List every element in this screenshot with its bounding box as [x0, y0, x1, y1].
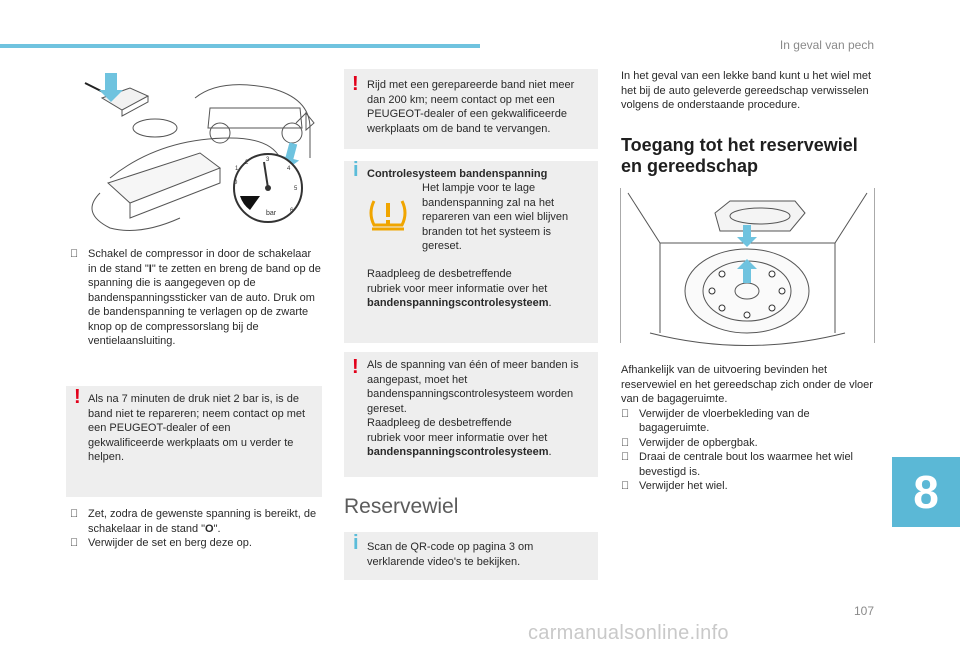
spare-wheel-illustration [620, 188, 875, 346]
watermark: carmanualsonline.info [528, 622, 729, 644]
list-item: Verwijder de vloerbekleding van de baga… [621, 407, 810, 435]
info-box-title: Controlesysteem bandenspanning [367, 168, 548, 180]
section-title-reservewiel: Reservewiel [344, 495, 459, 518]
warning-icon: ! [74, 386, 81, 408]
info-icon: i [353, 159, 359, 181]
warning-icon: ! [352, 73, 359, 95]
list-item: Verwijder de opbergbak. [621, 436, 758, 449]
gauge-unit: bar [266, 210, 277, 217]
bullet-marker:  [70, 536, 78, 551]
left-bullets-2: Zet, zodra de gewenste spanning is bere… [70, 507, 322, 551]
info-box-tpms: i Controlesysteem bandenspanning Het lam… [344, 159, 598, 343]
warning-icon: ! [352, 356, 359, 378]
page-number: 107 [853, 604, 874, 618]
tyre-pressure-warning-icon [369, 200, 407, 231]
list-item: Verwijder het wiel. [621, 480, 728, 492]
warning-box-pressure: ! Als na 7 minuten de druk niet 2 bar is… [66, 386, 322, 497]
right-description: Afhankelijk van de uitvoering bevinden h… [621, 363, 876, 494]
chapter-tab: 8 [892, 457, 960, 527]
warning-box-200km: ! Rijd met een gerepareerde band niet me… [344, 69, 598, 149]
gauge-tick: 5 [294, 186, 298, 192]
compressor-illustration [84, 73, 315, 231]
info-icon: i [353, 532, 359, 554]
gauge-tick: 6 [290, 208, 294, 214]
gauge-tick: 0 [234, 180, 238, 186]
warning-box-reset: ! Als de spanning van één of meer banden… [344, 352, 598, 477]
heading-toegang: Toegang tot het reservewiel en gereedsch… [621, 135, 858, 176]
bullet-marker:  [70, 247, 78, 262]
gauge-tick: 1 [235, 166, 239, 172]
list-item: Draai de centrale bout los waarmee het … [621, 451, 854, 478]
gauge-tick: 2 [245, 160, 249, 166]
section-header-title: In geval van pech [779, 38, 874, 52]
right-intro: In het geval van een lekke band kunt u h… [621, 70, 872, 111]
header-accent-bar [0, 44, 480, 48]
info-box-text: Het lampje voor te lage bandenspanning z… [422, 182, 569, 252]
gauge-tick: 4 [287, 166, 291, 172]
left-bullet-1: Schakel de compressor in door de schake… [70, 247, 322, 349]
gauge-tick: 3 [266, 157, 270, 163]
bullet-marker:  [70, 507, 78, 522]
info-box-reference: Raadpleeg de desbetreffende rubriek voor… [367, 268, 552, 309]
info-box-qr: i Scan de QR-code op pagina 3 om verklar… [344, 532, 598, 580]
